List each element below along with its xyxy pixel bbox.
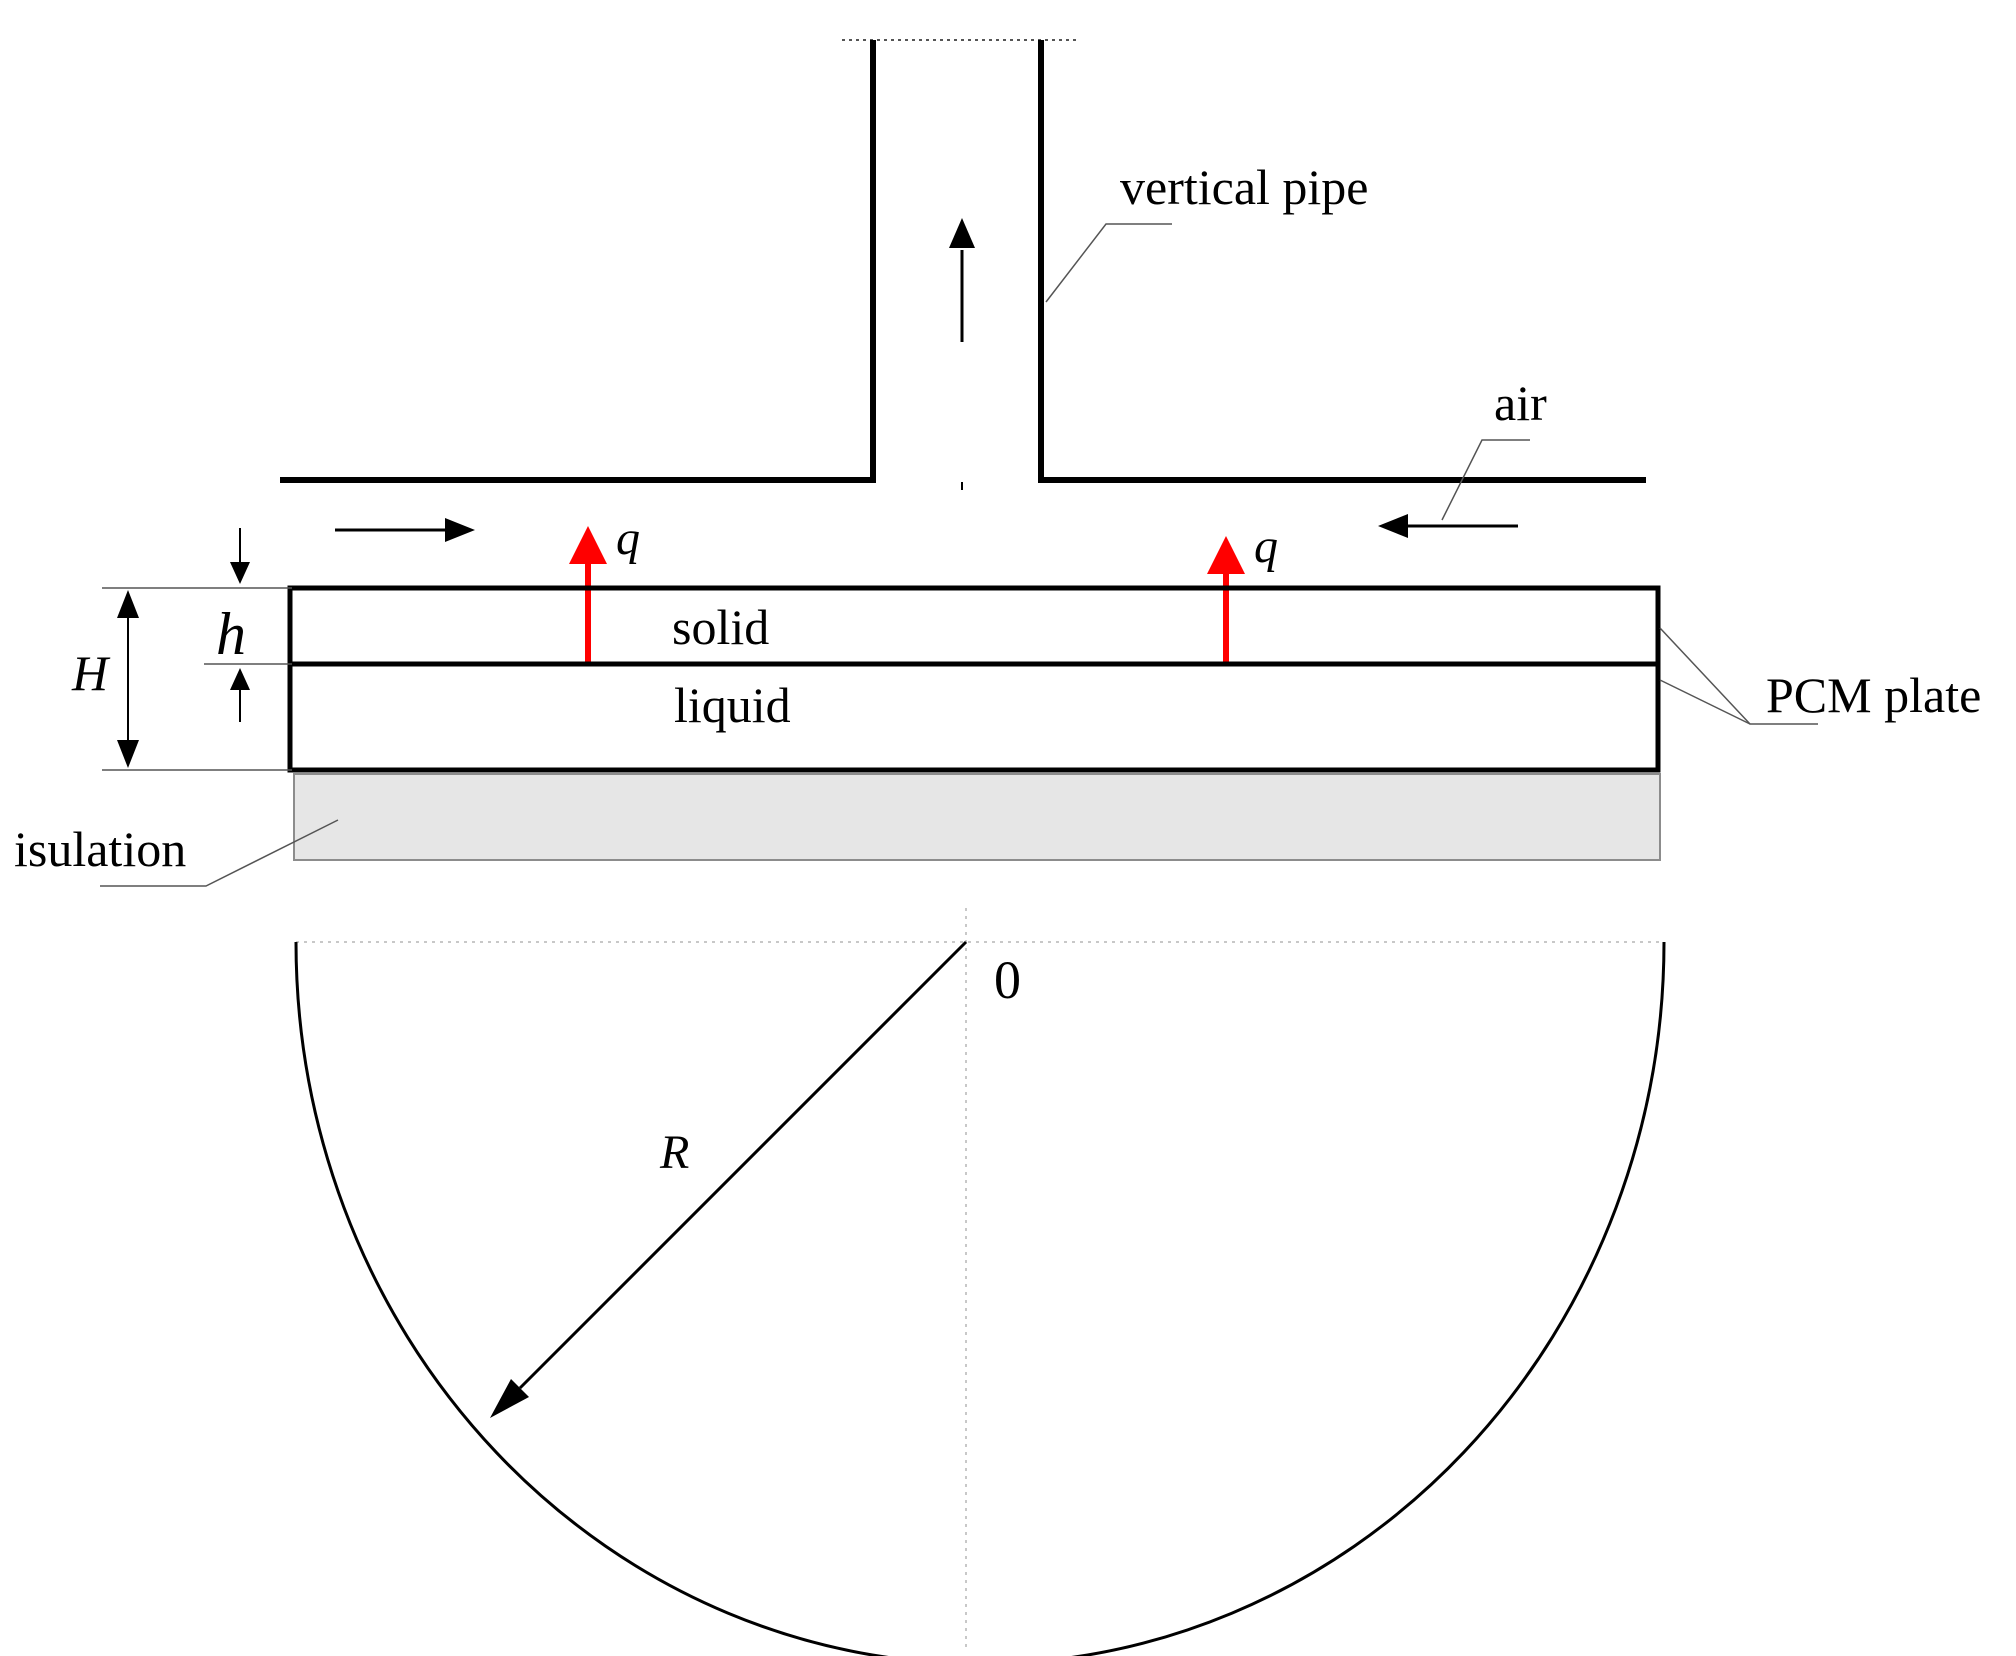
dimension-h (204, 528, 292, 722)
dimension-H-label: H (71, 645, 111, 701)
dimension-h-label: h (216, 601, 246, 667)
heat-flux-arrow-left-icon (569, 526, 607, 662)
air-flow-arrow-right-icon (1378, 514, 1518, 538)
liquid-label: liquid (674, 677, 791, 733)
insulation-leader-line (100, 819, 339, 887)
air-flow-arrow-left-icon (335, 518, 475, 542)
origin-label: 0 (994, 950, 1021, 1010)
pcm-plate (287, 585, 1661, 773)
air-leader-line (1441, 439, 1530, 521)
dimension-H (102, 587, 292, 771)
heat-flux-right-label: q (1254, 520, 1278, 573)
dimension-h-bottom-arrow-icon (230, 668, 250, 690)
vertical-pipe-leader-line (1045, 223, 1172, 303)
insulation-layer (293, 773, 1661, 861)
dimension-H-top-arrow-icon (117, 590, 139, 618)
dimension-H-bottom-arrow-icon (117, 740, 139, 768)
solid-label: solid (672, 599, 769, 655)
pcm-plate-outline (287, 585, 1661, 773)
plan-view-semicircle (294, 941, 1666, 1656)
air-label: air (1494, 375, 1547, 431)
vertical-pipe (842, 39, 1078, 490)
heat-flux-left-label: q (616, 512, 640, 565)
insulation-label: isulation (14, 821, 186, 877)
radius-label: R (659, 1126, 689, 1179)
pipe-flow-arrow-icon (949, 218, 975, 342)
radius-arrow-icon (490, 940, 968, 1418)
pcm-plate-label: PCM plate (1766, 667, 1981, 723)
pcm-plate-leader-lower (1659, 679, 1751, 725)
vertical-pipe-label: vertical pipe (1120, 159, 1369, 215)
dimension-h-top-arrow-icon (230, 562, 250, 584)
heat-flux-arrow-right-icon (1207, 536, 1245, 662)
